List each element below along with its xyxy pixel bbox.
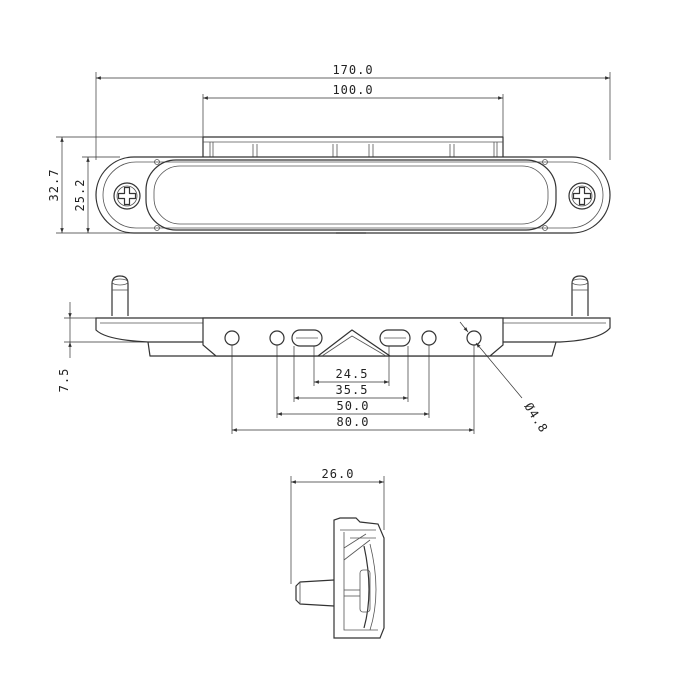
side-pin [295, 579, 335, 607]
dim-overall-length: 170.0 [95, 63, 611, 160]
dim-label-170: 170.0 [332, 63, 373, 77]
mount-slot [291, 329, 323, 347]
dim-label-50: 50.0 [337, 399, 370, 413]
top-view: 170.0 100.0 32.7 25.2 [47, 63, 611, 234]
rail-clips [209, 142, 498, 158]
dim-slot-inner: 24.5 [313, 346, 390, 386]
dim-height-body: 25.2 [73, 156, 120, 233]
dim-label-100: 100.0 [332, 83, 373, 97]
front-view: 7.5 24.5 35.5 50.0 80.0 [57, 275, 611, 435]
phillips-screw-icon [568, 182, 596, 210]
lens-inner [153, 165, 549, 225]
top-rail [202, 136, 504, 160]
dim-label-32-7: 32.7 [47, 169, 61, 202]
dim-offset-height: 7.5 [57, 302, 148, 392]
dim-label-24-5: 24.5 [336, 367, 369, 381]
dim-inner-length: 100.0 [202, 83, 504, 137]
dim-label-80: 80.0 [337, 415, 370, 429]
dim-label-diameter: Ø4.8 [521, 400, 550, 435]
dim-hole-outer: 80.0 [231, 345, 475, 434]
dim-slot-outer: 35.5 [293, 346, 409, 402]
dim-label-35-5: 35.5 [336, 383, 369, 397]
right-pin [571, 275, 589, 316]
dim-hole-inner: 50.0 [276, 345, 430, 418]
dim-height-total: 32.7 [47, 136, 340, 234]
phillips-screw-icon [113, 182, 141, 210]
side-view: 26.0 [290, 467, 385, 639]
dim-label-25-2: 25.2 [73, 179, 87, 212]
side-profile [333, 517, 385, 639]
dim-label-26: 26.0 [322, 467, 355, 481]
lens-outline [145, 159, 557, 231]
mount-slot [379, 329, 411, 347]
left-pin [111, 275, 129, 316]
dim-depth: 26.0 [290, 467, 385, 584]
dim-label-7-5: 7.5 [57, 368, 71, 393]
